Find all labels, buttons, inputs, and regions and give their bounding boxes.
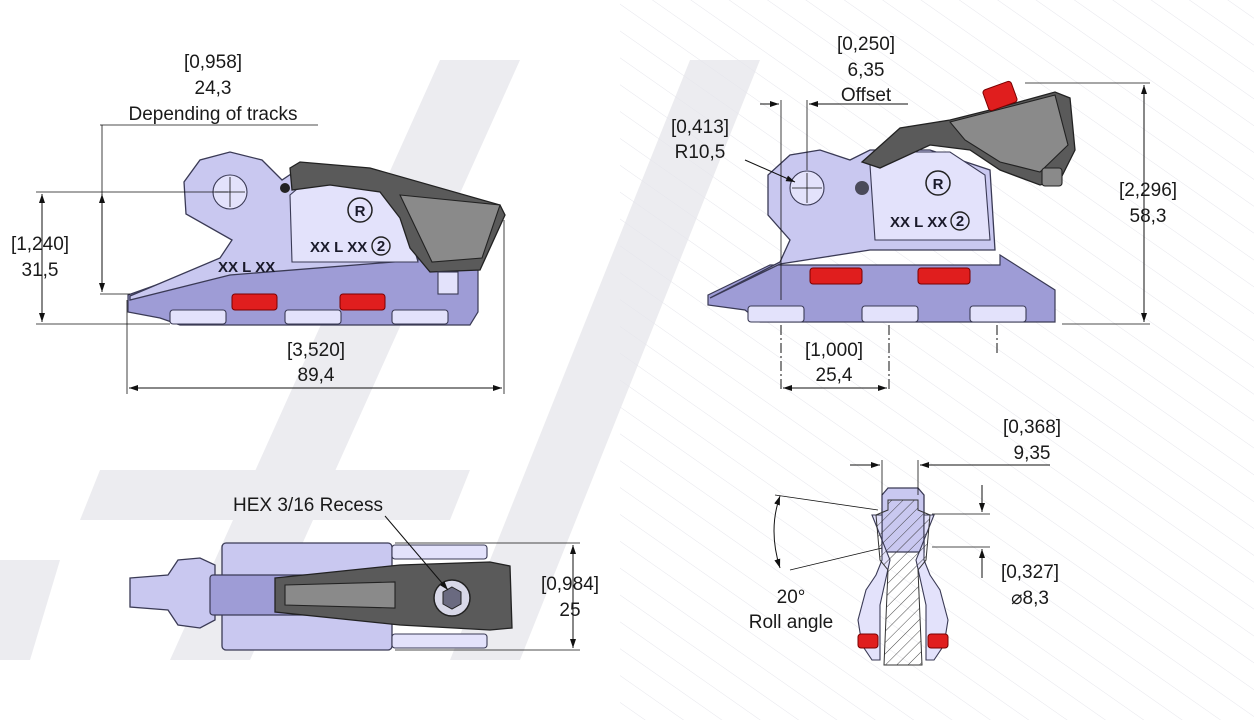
side-engraving-partial: XX L XX [218,259,275,276]
angled-red-pad-2 [917,267,971,285]
r-mark-icon: R [925,170,951,196]
section-angle-label: Roll angle [749,612,834,633]
top-width-bracket: [0,984] [541,574,599,595]
side-height-mm: 31,5 [22,260,59,281]
top-view: HEX 3/16 Recess [0,984] 25 [129,495,599,651]
top-lever-grip [129,557,216,629]
angled-radius-mm: R10,5 [675,142,726,163]
section-diameter-bracket: [0,327] [1001,562,1059,583]
side-stud [437,271,459,295]
angled-pitch-bracket: [1,000] [805,340,863,361]
section-red-pad-left [857,633,879,649]
section-width-bracket: [0,368] [1003,417,1061,438]
section-view: [0,368] 9,35 [0,327] ⌀8,3 20° Roll angle [749,417,1061,666]
angled-height-bracket: [2,296] [1119,180,1177,201]
angled-engraving-circle: 2 [956,213,964,230]
angled-pitch-mm: 25,4 [816,365,853,386]
side-red-pad-1 [231,293,278,311]
side-small-hole [280,183,290,193]
angled-height-mm: 58,3 [1130,206,1167,227]
angled-red-button [982,80,1018,112]
section-red-pad-right [927,633,949,649]
top-side-rail-2 [391,633,488,649]
side-red-pad-2 [339,293,386,311]
top-hex-label: HEX 3/16 Recess [233,495,383,516]
top-side-rail-1 [391,544,488,560]
top-lever-slot [284,581,396,609]
angled-engraving: XX L XX [890,214,947,231]
angled-offset-label: Offset [841,85,892,106]
side-track-note: Depending of tracks [129,104,298,125]
angled-foot-1 [747,305,805,323]
angled-foot-3 [969,305,1027,323]
side-engraving-circle: 2 [377,238,385,255]
side-track-bracket: [0,958] [184,52,242,73]
angled-view: R XX L XX 2 [0,250] 6,35 Offset [0,413] … [671,34,1177,392]
angled-lever-knob [1041,167,1063,187]
side-length-mm: 89,4 [298,365,335,386]
section-diameter-mm: ⌀8,3 [1011,588,1049,609]
angled-offset-mm: 6,35 [848,60,885,81]
side-view: R XX L XX 2 XX L XX [1,240] 31,5 [0,958]… [11,52,506,394]
section-width-mm: 9,35 [1014,443,1051,464]
angled-foot-2 [861,305,919,323]
side-height-bracket: [1,240] [11,234,69,255]
circle-2-icon: 2 [950,211,970,231]
side-length-bracket: [3,520] [287,340,345,361]
section-cut-core [875,499,931,666]
side-engraving: XX L XX [310,239,367,256]
circle-2-icon: 2 [371,236,391,256]
section-angle-value: 20° [777,587,806,608]
hex-recess-icon [433,579,471,617]
side-foot-3 [391,309,449,325]
r-mark-icon: R [347,197,373,223]
top-width-mm: 25 [559,600,580,621]
angled-offset-bracket: [0,250] [837,34,895,55]
angled-radius-bracket: [0,413] [671,117,729,138]
side-r-mark: R [355,203,366,220]
side-lever-tab [399,194,501,263]
side-track-mm: 24,3 [195,78,232,99]
angled-r-mark: R [933,176,944,193]
angled-small-hole [855,181,869,195]
side-foot-2 [284,309,342,325]
angled-lever-face [949,94,1069,173]
side-foot-1 [169,309,227,325]
angled-red-pad-1 [809,267,863,285]
